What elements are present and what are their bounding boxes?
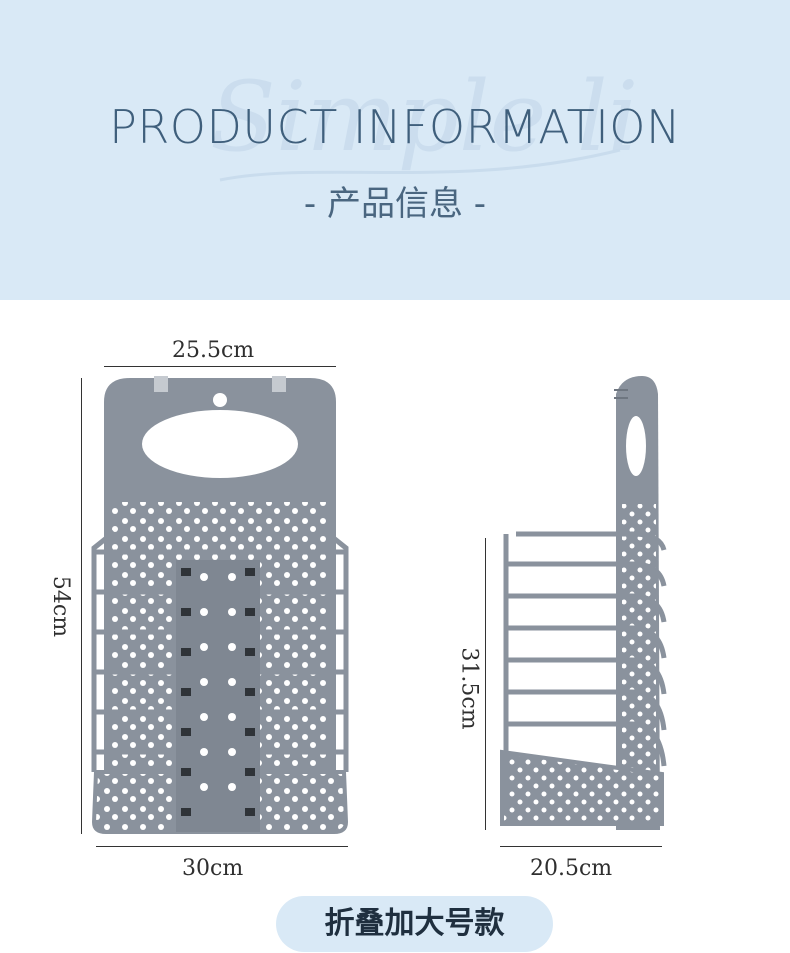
basket-side-image bbox=[500, 376, 667, 830]
script-watermark: Simple living bbox=[210, 61, 640, 182]
page-subtitle: - 产品信息 - bbox=[303, 184, 487, 224]
dimension-label-side-width: 20.5cm bbox=[530, 856, 613, 881]
dimension-line-side bbox=[485, 538, 486, 830]
dimension-line-left bbox=[81, 378, 82, 834]
dimension-line-side-bottom bbox=[500, 846, 662, 847]
dimension-line-top bbox=[104, 366, 336, 367]
variant-label-pill: 折叠加大号款 bbox=[276, 896, 553, 952]
dimension-label-top-width: 25.5cm bbox=[172, 338, 255, 363]
svg-text:Simple living: Simple living bbox=[210, 61, 640, 173]
dimension-label-height: 54cm bbox=[48, 575, 74, 638]
header-banner: Simple living PRODUCT INFORMATION - 产品信息… bbox=[0, 0, 790, 300]
page-title: PRODUCT INFORMATION bbox=[109, 100, 681, 154]
dimension-label-side-height: 31.5cm bbox=[456, 647, 482, 730]
dimension-line-bottom bbox=[96, 846, 348, 847]
dimension-label-bottom-width: 30cm bbox=[182, 856, 244, 881]
basket-front-image bbox=[91, 376, 349, 834]
